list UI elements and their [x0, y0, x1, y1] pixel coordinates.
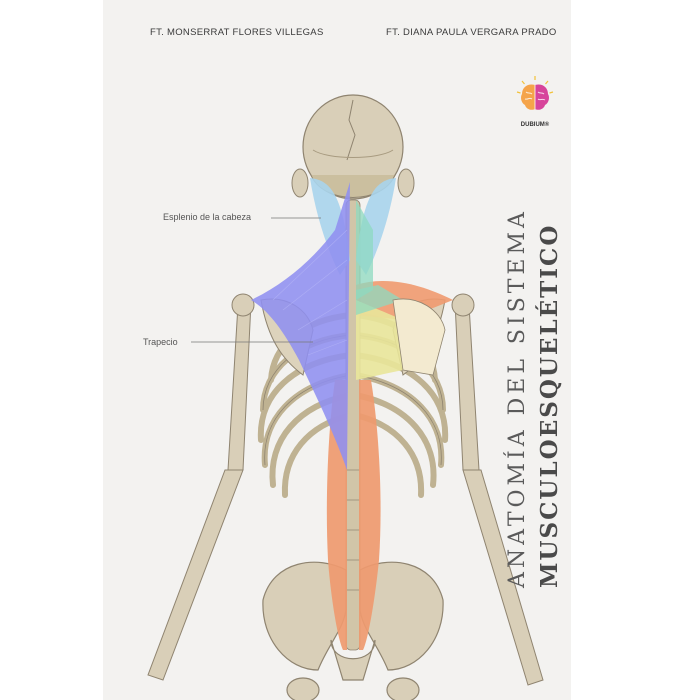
brain-icon [516, 76, 554, 110]
title-line1: ANATOMÍA DEL SISTEMA [505, 208, 530, 588]
pelvis [262, 561, 444, 700]
label-esplenio: Esplenio de la cabeza [163, 212, 252, 222]
skull [291, 94, 415, 200]
muscles-right [356, 280, 453, 380]
author-left: FT. MONSERRAT FLORES VILLEGAS [150, 27, 324, 38]
skeleton-illustration [147, 94, 544, 700]
logo-text: DUBIUM® [520, 122, 550, 128]
title-line2: MUSCULOESQUELÉTICO [536, 223, 563, 588]
dubium-logo: DUBIUM® [510, 72, 560, 132]
trapezius-muscle [251, 182, 350, 470]
book-cover: FT. MONSERRAT FLORES VILLEGAS FT. DIANA … [103, 0, 571, 700]
arms [147, 293, 544, 686]
book-title: ANATOMÍA DEL SISTEMA MUSCULOESQUELÉTICO [498, 170, 571, 590]
author-right: FT. DIANA PAULA VERGARA PRADO [386, 27, 557, 38]
label-trapecio: Trapecio [143, 337, 178, 347]
